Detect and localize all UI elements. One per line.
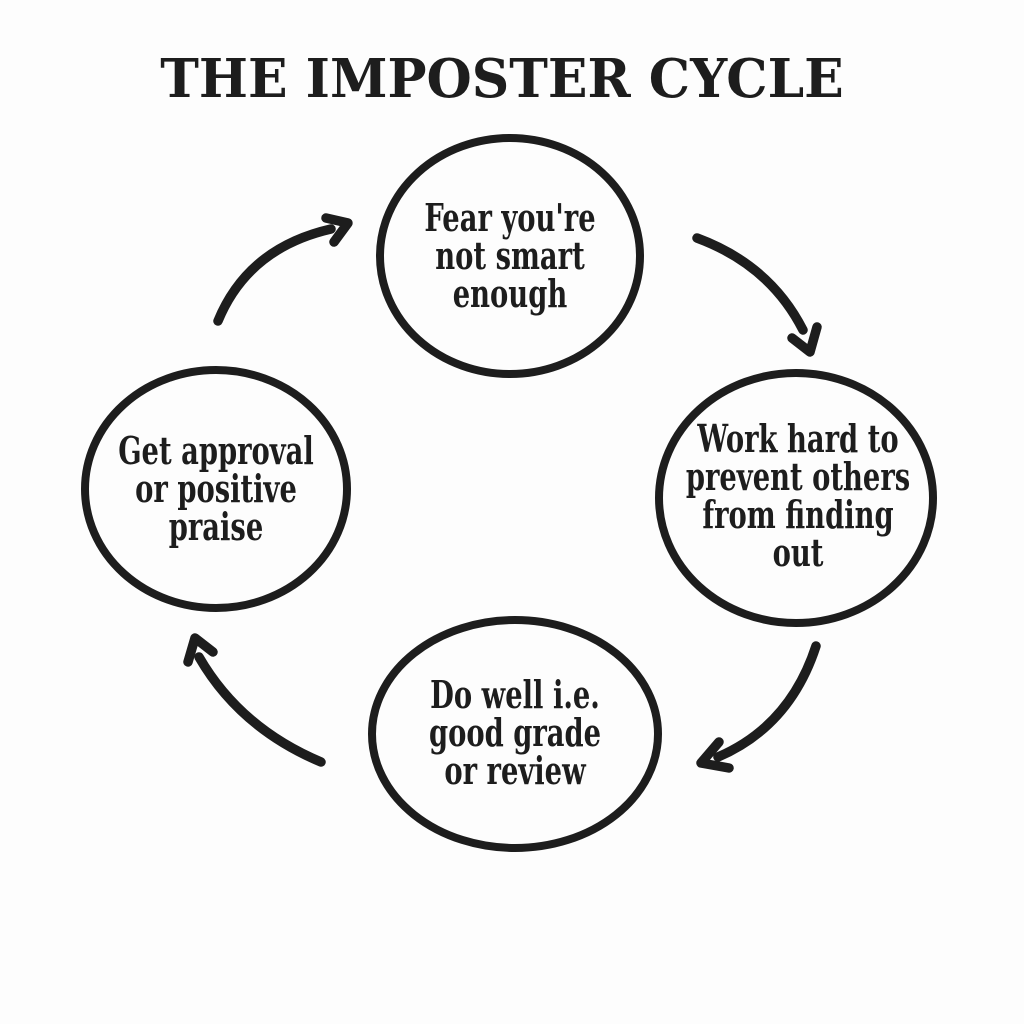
arrow-do-well-to-get-approval [183, 633, 326, 767]
node-circle-get-approval [81, 366, 351, 612]
arrow-curve [194, 652, 326, 767]
node-label-work-hard: Work hard to prevent others from finding… [686, 420, 910, 572]
node-label-line: enough [452, 271, 568, 316]
node-label-line: Fear you're [424, 195, 596, 240]
arrowhead-icon [787, 322, 822, 357]
node-label-line: Get approval [118, 428, 314, 473]
arrowhead-icon [183, 633, 218, 667]
node-label-line: out [772, 530, 824, 575]
node-label-do-well: Do well i.e. good grade or review [429, 676, 601, 790]
node-circle-fear [376, 134, 644, 378]
node-label-line: Work hard to [697, 416, 899, 461]
diagram-title: THE IMPOSTER CYCLE [160, 48, 844, 110]
node-label-line: good grade [428, 710, 602, 755]
arrowhead-icon [321, 213, 353, 247]
arrow-curve [692, 233, 808, 335]
arrowhead-icon [696, 737, 734, 773]
node-circle-work-hard [655, 369, 937, 627]
node-label-line: Do well i.e. [430, 672, 600, 717]
node-label-fear: Fear you're not smart enough [424, 199, 595, 313]
node-label-get-approval: Get approval or positive praise [118, 432, 314, 546]
arrow-curve [213, 224, 336, 326]
node-label-line: not smart [435, 233, 585, 278]
arrow-fear-to-work-hard [692, 233, 822, 357]
node-label-line: praise [168, 504, 264, 549]
node-label-line: or positive [135, 466, 297, 511]
node-label-line: or review [444, 748, 586, 793]
arrow-get-approval-to-fear [213, 213, 353, 326]
node-label-line: prevent others [685, 454, 911, 499]
node-circle-do-well [368, 616, 662, 852]
node-label-line: from finding [702, 492, 894, 537]
arrow-curve [713, 641, 821, 762]
arrow-work-hard-to-do-well [696, 641, 821, 773]
